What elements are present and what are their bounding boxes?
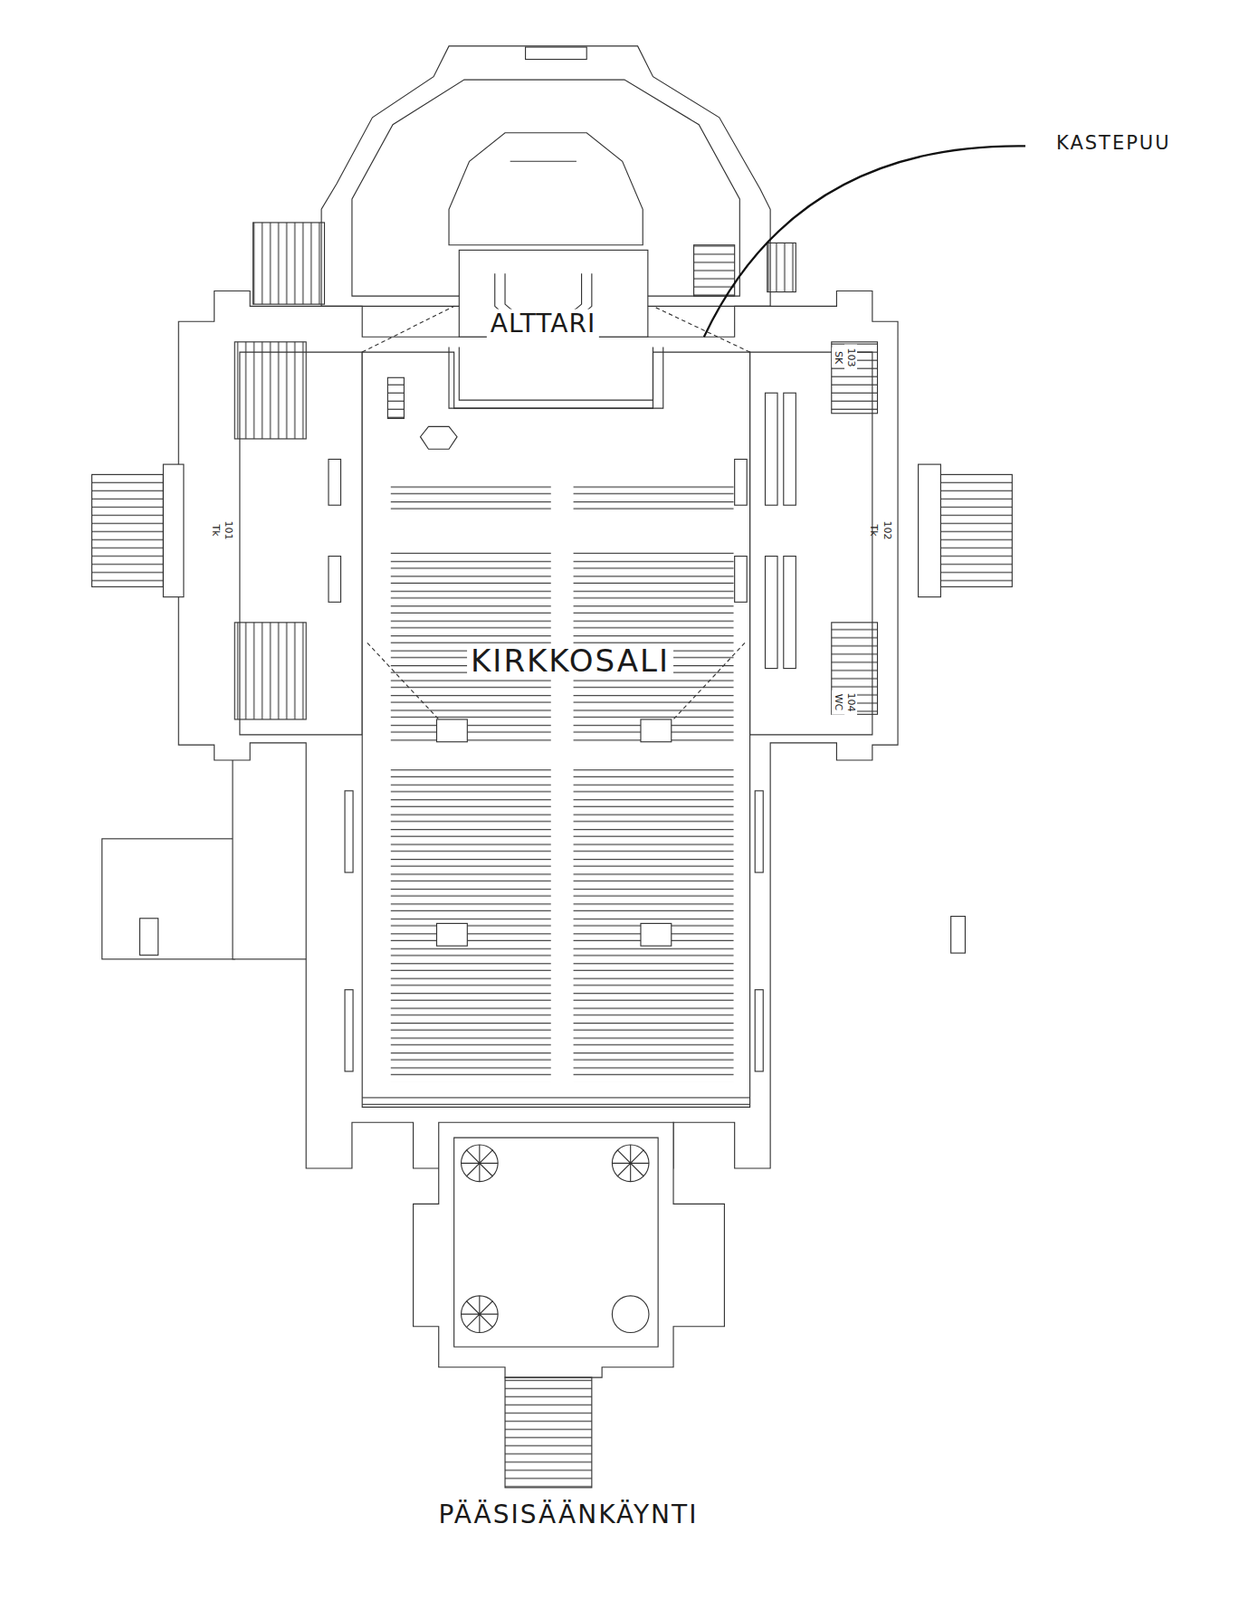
room-code: SK [831,347,845,368]
room-number: 104 [844,689,858,716]
room-number: 103 [844,344,858,372]
room-code: WC [831,690,845,715]
room-name: KIRKKOSALI [466,643,674,679]
room-code: Tk [867,524,879,536]
room-number: 102 [881,521,893,541]
room-number: 101 [222,521,234,541]
leader-line [704,145,1026,337]
callout-label: KASTEPUU [1056,133,1172,154]
room-name: ALTTARI [486,309,600,340]
room-code: Tk [209,524,221,536]
entrance-label: PÄÄSISÄÄNKÄYNTI [438,1501,699,1530]
